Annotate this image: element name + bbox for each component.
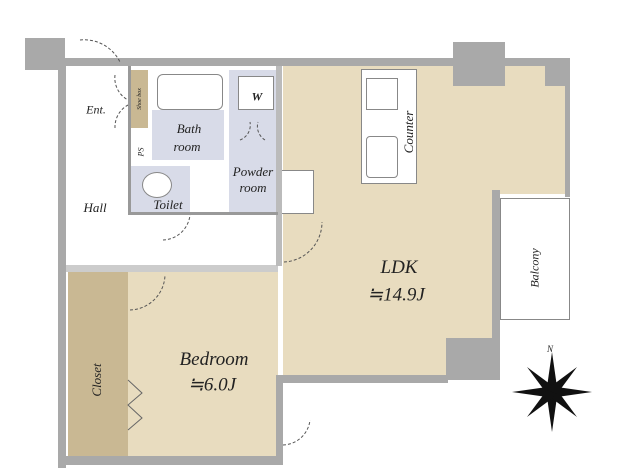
- washbasin: [280, 170, 314, 214]
- bedroom-floor: [128, 272, 278, 456]
- ldk-floor: [283, 66, 566, 194]
- sink: [366, 136, 398, 178]
- label-bedroom: Bedroom: [179, 349, 249, 370]
- label-hall: Hall: [83, 200, 107, 215]
- label-counter: Counter: [401, 110, 416, 154]
- pillar-bottom-right: [446, 338, 500, 380]
- label-bedroom-size: ≒6.0J: [187, 374, 237, 396]
- wall-right: [565, 62, 570, 197]
- label-washer: W: [251, 89, 263, 104]
- label-toilet: Toilet: [153, 197, 183, 212]
- label-closet: Closet: [89, 363, 104, 397]
- balcony-area: [500, 198, 570, 320]
- label-entrance: Ent.: [86, 102, 106, 117]
- bathroom-floor: [152, 110, 224, 160]
- label-ps: PS: [136, 147, 146, 157]
- stove: [366, 78, 398, 110]
- label-north: N: [546, 344, 554, 354]
- wall-wet-left: [128, 66, 131, 212]
- label-powder-2: room: [239, 180, 267, 195]
- powder-room-floor: [229, 110, 279, 212]
- pillar-top-right: [453, 42, 505, 86]
- label-ldk-size: ≒14.9J: [367, 284, 425, 306]
- wall-bedroom-right: [276, 380, 283, 465]
- label-balcony: Balcony: [527, 248, 542, 288]
- wall-ldk-bottom: [276, 375, 448, 383]
- closet-floor: [68, 272, 128, 456]
- wall-left: [58, 58, 66, 468]
- toilet-bowl: [142, 172, 172, 198]
- wall-ldk-left: [276, 66, 282, 266]
- wall-top: [65, 58, 570, 66]
- washer-box: [238, 76, 274, 110]
- label-bathroom-1: Bath: [176, 121, 202, 136]
- bathtub: [157, 74, 223, 110]
- wall-wet-bottom: [128, 212, 278, 215]
- label-powder-1: Powder: [232, 164, 274, 179]
- shoe-box: [131, 70, 148, 128]
- wall-bedroom-top: [66, 265, 278, 272]
- label-ldk: LDK: [380, 257, 418, 278]
- wall-ldk-right: [492, 190, 500, 340]
- label-bathroom-2: room: [173, 139, 201, 154]
- wall-bottom: [58, 456, 283, 465]
- label-shoe-box: Shoe box: [137, 88, 143, 110]
